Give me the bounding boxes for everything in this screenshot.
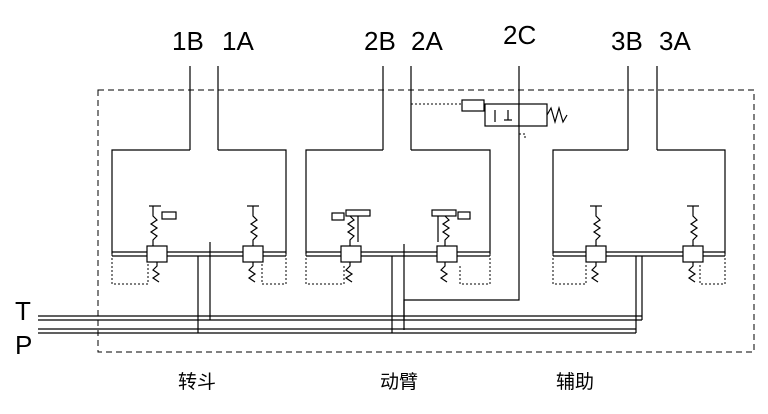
section-1-valve bbox=[111, 149, 287, 285]
section-label-3: 辅助 bbox=[556, 371, 594, 393]
section-2-spool-b bbox=[340, 245, 362, 263]
section-3-spool-b bbox=[585, 245, 607, 263]
pressure-line-label: P bbox=[15, 330, 32, 360]
port-label-3b: 3B bbox=[611, 26, 643, 56]
section-label-1: 转斗 bbox=[178, 371, 216, 393]
main-pressure-tank-lines bbox=[38, 242, 643, 334]
port-lines bbox=[189, 66, 658, 150]
pilot-valve-2c bbox=[411, 96, 568, 140]
pilot-drain-line bbox=[403, 126, 520, 330]
section-3-spool-a bbox=[682, 245, 704, 263]
port-label-3a: 3A bbox=[659, 26, 691, 56]
section-3-valve bbox=[552, 149, 726, 285]
port-label-2b: 2B bbox=[364, 26, 396, 56]
port-label-1a: 1A bbox=[222, 26, 254, 56]
port-label-1b: 1B bbox=[172, 26, 204, 56]
tank-line-label: T bbox=[15, 296, 31, 326]
section-2-valve bbox=[305, 149, 491, 285]
valve-block-outline bbox=[97, 89, 755, 353]
section-label-2: 动臂 bbox=[380, 371, 418, 393]
port-label-2c: 2C bbox=[503, 20, 536, 50]
section-2-spool-a bbox=[436, 245, 458, 263]
section-1-spool-a bbox=[242, 245, 264, 263]
port-label-2a: 2A bbox=[411, 26, 443, 56]
section-1-spool-b bbox=[146, 245, 168, 263]
